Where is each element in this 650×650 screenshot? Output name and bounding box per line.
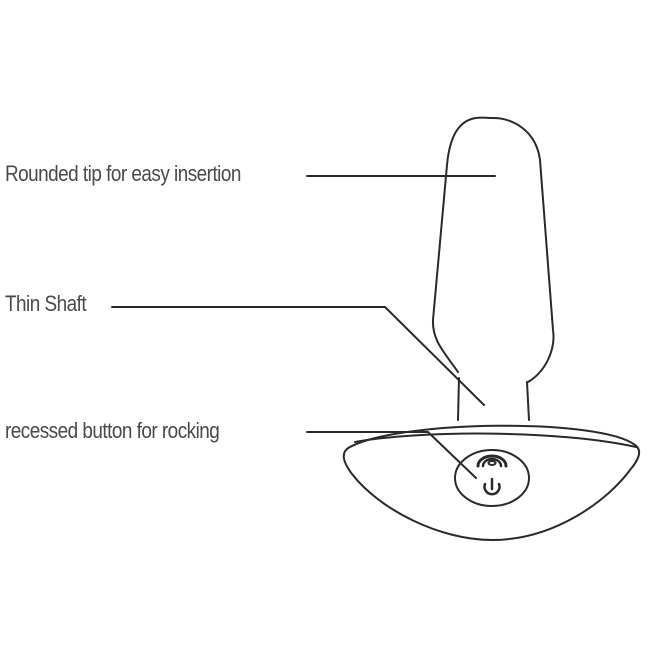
callout-label-thin-shaft: Thin Shaft <box>5 291 87 316</box>
callout-line-shaft <box>111 306 485 406</box>
tip-and-shaft-outline <box>431 116 555 383</box>
callout-label-rounded-tip: Rounded tip for easy insertion <box>5 161 241 186</box>
neck-right-line <box>526 381 530 421</box>
neck-left-line <box>457 377 460 421</box>
base-body-outline <box>342 444 641 541</box>
callout-label-recessed-button: recessed button for rocking <box>5 418 220 443</box>
power-icon <box>483 477 501 496</box>
vibration-mode-icon <box>476 454 508 468</box>
callout-line-button <box>306 431 477 479</box>
recessed-button-outline <box>454 449 530 507</box>
base-flange-inner <box>354 432 637 448</box>
